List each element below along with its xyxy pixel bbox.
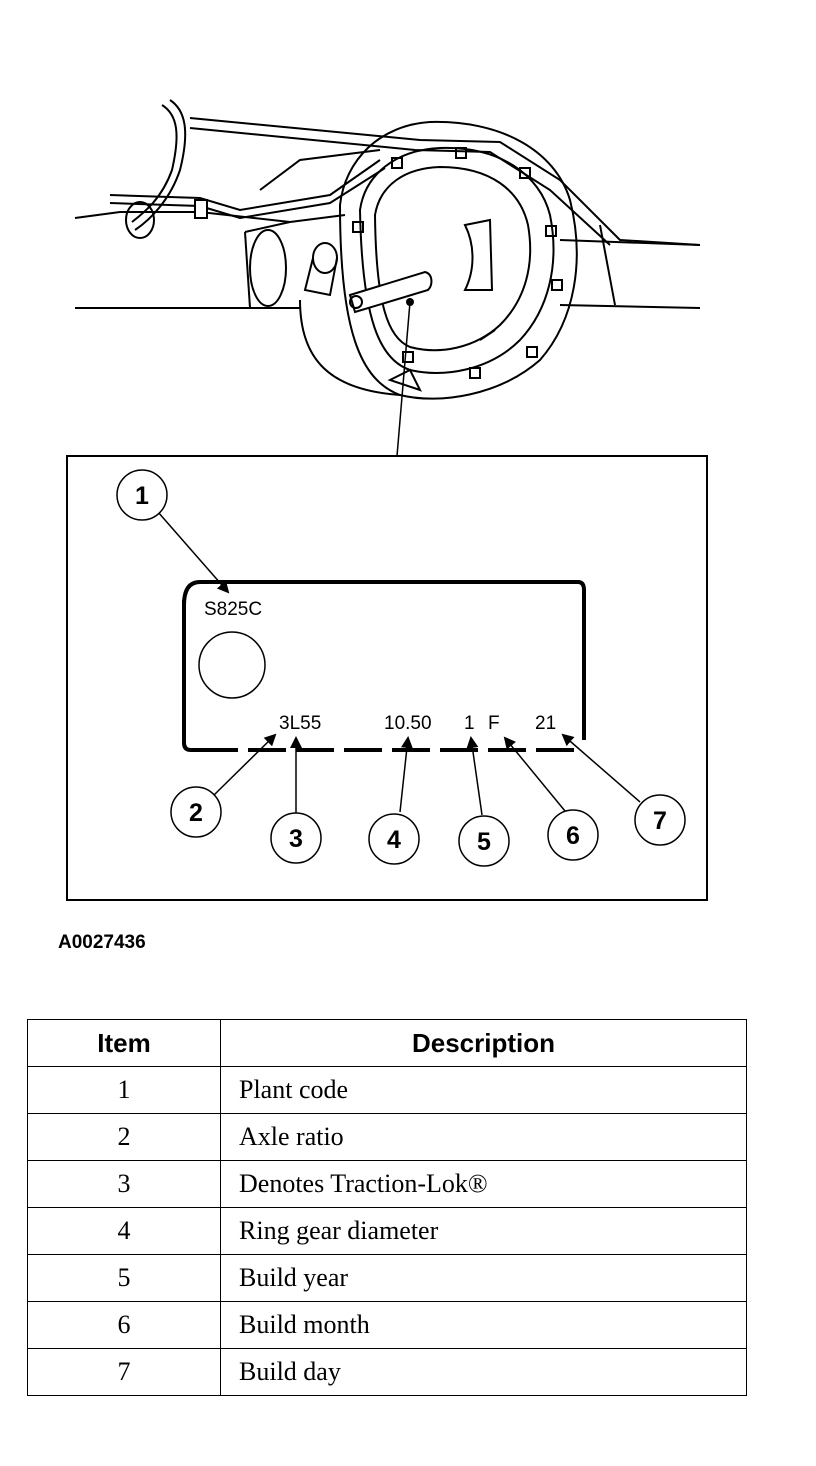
callout-7-arrow bbox=[561, 733, 641, 803]
legend-item-description: Axle ratio bbox=[220, 1113, 747, 1161]
tag-build-month: F bbox=[488, 713, 500, 734]
legend-item-number: 4 bbox=[27, 1207, 221, 1255]
callout-6-arrow bbox=[503, 736, 566, 812]
table-row: 2 Axle ratio bbox=[27, 1113, 747, 1161]
tag-ring-gear-diameter: 10.50 bbox=[384, 713, 432, 734]
figure-id: A0027436 bbox=[58, 932, 146, 953]
tag-build-day: 21 bbox=[535, 713, 556, 734]
callout-3-number: 3 bbox=[289, 825, 303, 853]
tag-plate-outline bbox=[182, 600, 200, 752]
legend-item-description: Ring gear diameter bbox=[220, 1207, 747, 1255]
legend-item-description: Build month bbox=[220, 1301, 747, 1349]
legend-item-number: 3 bbox=[27, 1160, 221, 1208]
callout-1-arrow bbox=[157, 511, 230, 594]
callout-3-circle bbox=[270, 812, 322, 864]
callout-5-number: 5 bbox=[477, 828, 491, 856]
callout-7-circle bbox=[634, 794, 686, 846]
legend-item-description: Plant code bbox=[220, 1066, 747, 1114]
legend-item-number: 6 bbox=[27, 1301, 221, 1349]
legend-table: Item Description 1 Plant code 2 Axle rat… bbox=[27, 1019, 747, 1396]
legend-item-number: 2 bbox=[27, 1113, 221, 1161]
table-row: 1 Plant code bbox=[27, 1066, 747, 1114]
tag-build-year: 1 bbox=[464, 713, 475, 734]
callout-6-number: 6 bbox=[566, 822, 580, 850]
legend-item-number: 1 bbox=[27, 1066, 221, 1114]
legend-item-description: Build year bbox=[220, 1254, 747, 1302]
legend-item-description: Denotes Traction-Lok® bbox=[220, 1160, 747, 1208]
tag-plate-top bbox=[182, 580, 586, 740]
axle-housing-illustration bbox=[74, 99, 701, 400]
legend-item-number: 5 bbox=[27, 1254, 221, 1302]
callout-4-circle bbox=[368, 813, 420, 865]
tag-plant-code: S825C bbox=[204, 599, 262, 620]
callout-6-circle bbox=[547, 809, 599, 861]
callout-4-arrow bbox=[399, 736, 413, 813]
tag-plate-hole bbox=[198, 631, 266, 699]
tag-axle-ratio-code: 3L55 bbox=[279, 713, 321, 734]
tag-leader-line bbox=[396, 301, 411, 457]
legend-item-description: Build day bbox=[220, 1348, 747, 1396]
callout-1-number: 1 bbox=[135, 482, 149, 510]
table-row: 5 Build year bbox=[27, 1254, 747, 1302]
table-row: 4 Ring gear diameter bbox=[27, 1207, 747, 1255]
legend-item-number: 7 bbox=[27, 1348, 221, 1396]
callout-2-arrow bbox=[213, 733, 277, 796]
tag-inset-frame bbox=[66, 455, 708, 901]
table-row: 6 Build month bbox=[27, 1301, 747, 1349]
callout-2-number: 2 bbox=[189, 799, 203, 827]
legend-header-item: Item bbox=[27, 1019, 221, 1067]
legend-header-row: Item Description bbox=[27, 1019, 747, 1067]
table-row: 7 Build day bbox=[27, 1348, 747, 1396]
callout-5-arrow bbox=[466, 736, 483, 816]
callout-5-circle bbox=[458, 815, 510, 867]
callout-7-number: 7 bbox=[653, 807, 667, 835]
callout-1-circle bbox=[116, 469, 168, 521]
callout-4-number: 4 bbox=[387, 826, 401, 854]
table-row: 3 Denotes Traction-Lok® bbox=[27, 1160, 747, 1208]
legend-header-description: Description bbox=[220, 1019, 747, 1067]
callout-2-circle bbox=[170, 786, 222, 838]
axle-tag-diagram: S825C 3L55 10.50 1 F 21 1 2 3 4 5 6 7 A0… bbox=[58, 99, 708, 953]
